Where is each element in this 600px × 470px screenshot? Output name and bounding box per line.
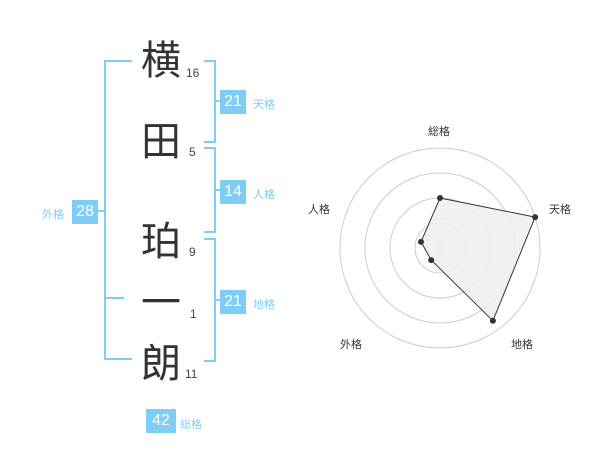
tenkaku-badge: 21: [220, 90, 246, 114]
radar-axis-label-soukaku: 総格: [428, 125, 450, 138]
name-char-1: 横: [141, 38, 181, 84]
jinkaku-label: 人格: [253, 188, 275, 201]
radar-point-3: [489, 317, 496, 324]
radar-point-2: [532, 214, 539, 221]
name-char-2: 田: [141, 119, 181, 165]
soukaku-badge: 42: [146, 409, 176, 433]
radar-grid-ring: [339, 147, 541, 349]
radar-axis-label-gaikaku: 外格: [340, 338, 362, 351]
stroke-count-4: 1: [190, 307, 197, 321]
chikaku-badge: 21: [220, 290, 246, 314]
tenkaku-tick: [216, 100, 220, 102]
gaikaku-label: 外格: [42, 208, 64, 221]
stroke-count-5: 11: [185, 367, 198, 381]
soukaku-label: 総格: [180, 418, 202, 431]
radar-area: [420, 197, 536, 322]
stroke-count-1: 16: [186, 66, 200, 80]
gaikaku-badge: 28: [72, 200, 98, 224]
gaikaku-bracket-tick: [98, 210, 104, 212]
chikaku-bracket: [204, 238, 216, 362]
jinkaku-badge: 14: [220, 180, 246, 204]
radar-point-1: [437, 195, 443, 201]
gaikaku-bracket-upper: [104, 60, 132, 300]
jinkaku-bracket: [204, 147, 216, 233]
jinkaku-tick: [216, 189, 220, 191]
radar-axis-label-jinkaku: 人格: [308, 203, 330, 216]
name-char-3: 珀: [141, 219, 181, 265]
tenkaku-bracket: [204, 60, 216, 143]
chikaku-tick: [216, 299, 220, 301]
stroke-count-3: 9: [189, 245, 196, 259]
gaikaku-bracket-lower: [104, 298, 132, 360]
stroke-count-2: 5: [189, 145, 196, 159]
radar-axis-label-chikaku: 地格: [511, 338, 533, 351]
radar-point-5: [417, 238, 424, 245]
name-char-5: 朗: [141, 341, 181, 387]
tenkaku-label: 天格: [253, 98, 275, 111]
radar-axis-label-tenkaku: 天格: [549, 203, 571, 216]
chikaku-label: 地格: [253, 298, 275, 311]
gaikaku-bracket-split: [104, 297, 124, 299]
radar-point-4: [428, 257, 435, 264]
name-char-4: 一: [141, 280, 181, 326]
